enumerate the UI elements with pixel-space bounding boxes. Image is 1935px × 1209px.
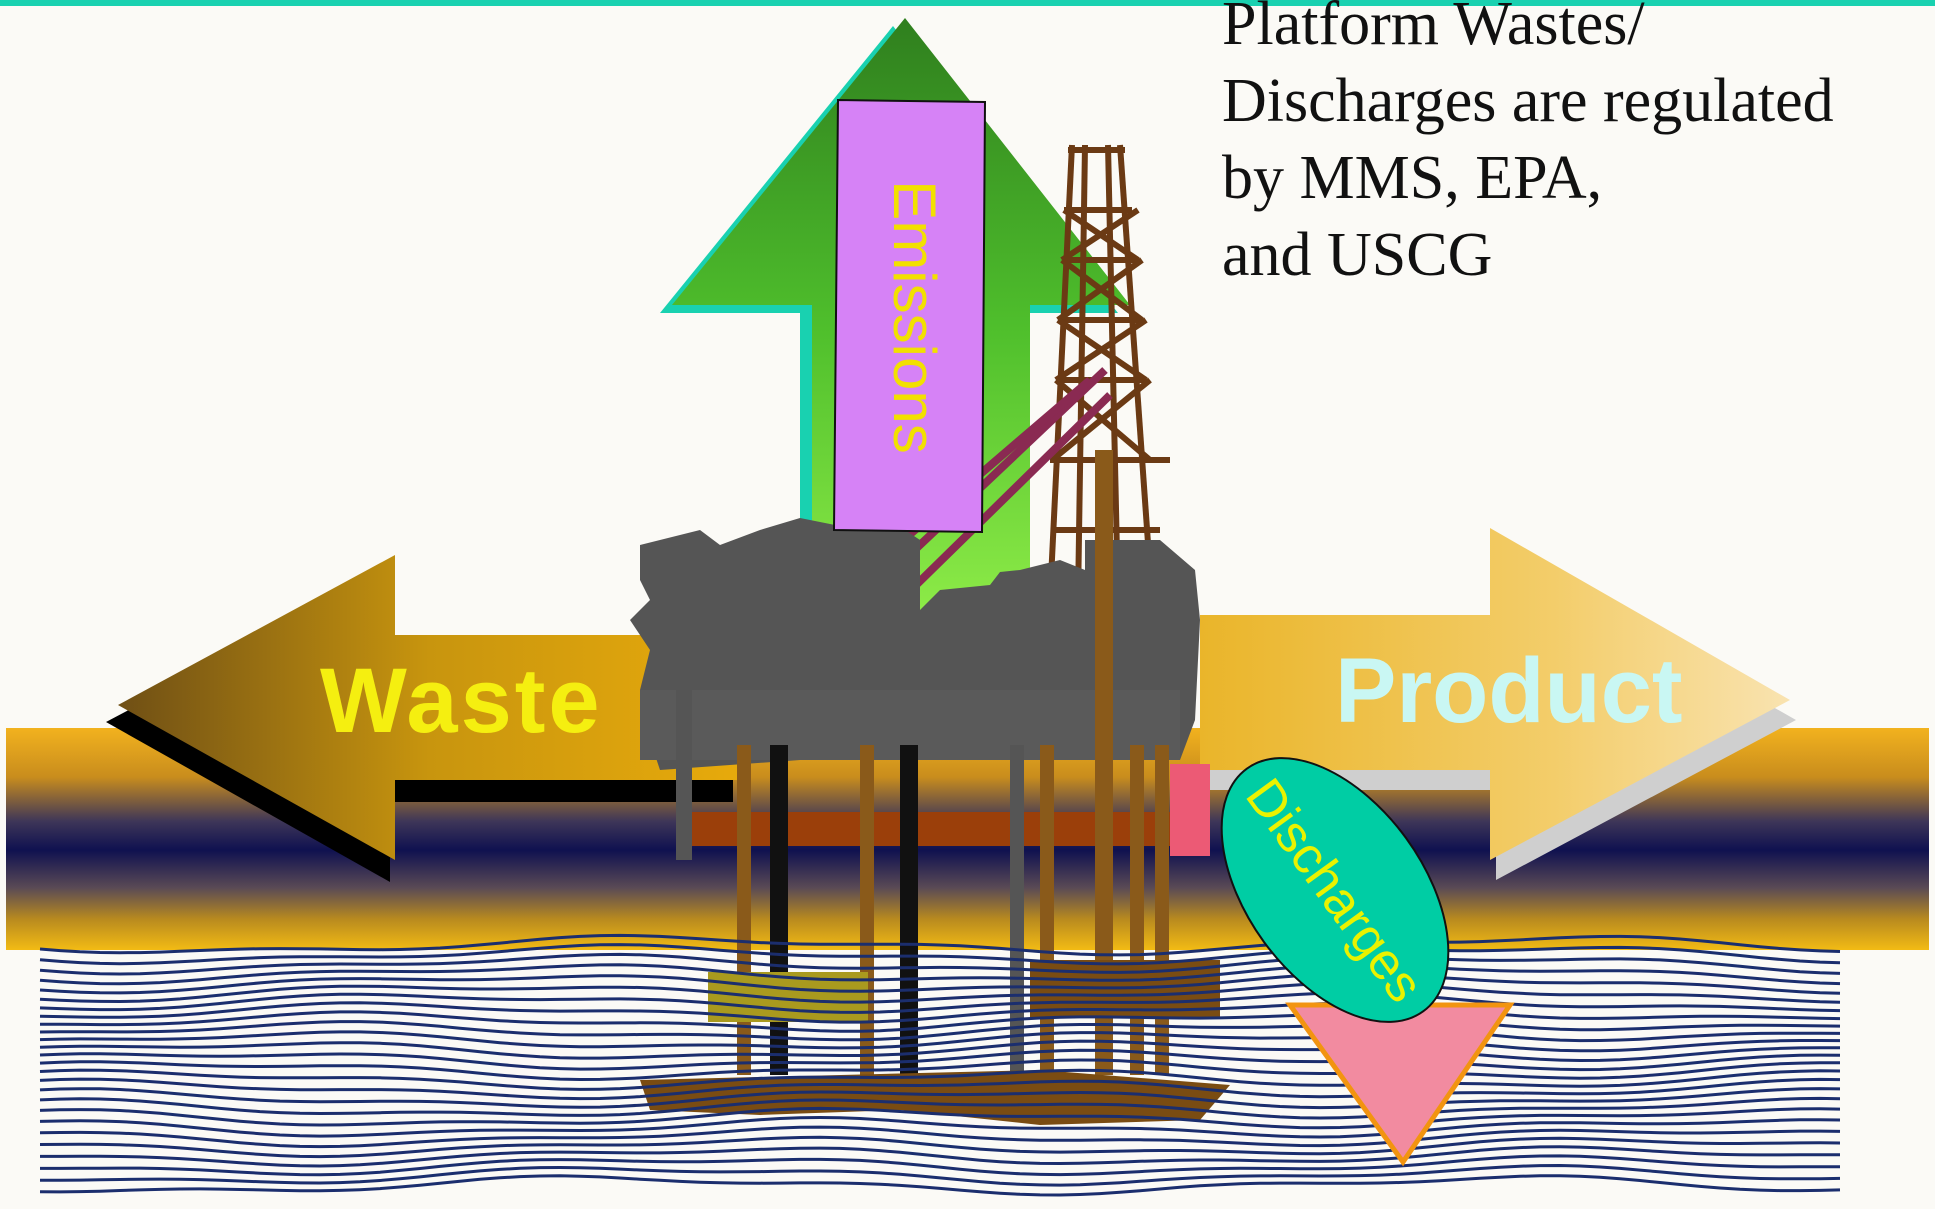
water-line <box>39 963 1841 986</box>
water-line <box>39 1163 1841 1187</box>
water-line <box>39 1077 1841 1101</box>
water-line <box>39 1001 1841 1024</box>
water-line <box>39 1058 1841 1082</box>
water-line <box>39 1087 1841 1110</box>
caption-line-1: Platform Wastes/ <box>1222 0 1645 58</box>
water-line <box>39 1115 1841 1139</box>
caption-line-4: and USCG <box>1222 221 1493 289</box>
emissions-label: Emissions <box>881 180 948 453</box>
water-line <box>39 991 1841 1014</box>
water-line <box>39 1068 1841 1091</box>
discharge-tab <box>1170 764 1210 856</box>
regulation-caption: Platform Wastes/ Discharges are regulate… <box>1222 0 1922 294</box>
water-line <box>40 1154 1840 1177</box>
water-line <box>39 1039 1841 1063</box>
water-line <box>39 933 1841 957</box>
derrick-tower <box>1047 144 1170 601</box>
waste-label: Waste <box>320 650 603 752</box>
platform-deck-modules <box>630 518 1200 770</box>
water-line <box>39 981 1841 1004</box>
waste-arrow <box>106 555 740 882</box>
water-line <box>40 1145 1841 1168</box>
caption-line-2: Discharges are regulated <box>1222 67 1834 135</box>
discharges-ellipse: Discharges <box>1220 757 1450 1023</box>
water-lines <box>39 933 1841 1197</box>
emissions-box: Emissions <box>832 98 987 534</box>
top-border <box>0 0 1935 6</box>
water-line <box>39 1174 1841 1197</box>
water-line <box>39 943 1841 966</box>
water-line <box>39 1030 1841 1053</box>
water-line <box>39 1106 1841 1130</box>
water-line <box>39 1096 1841 1120</box>
water-line <box>39 1048 1841 1072</box>
water-line <box>39 1020 1841 1043</box>
caption-line-3: by MMS, EPA, <box>1222 144 1603 212</box>
product-arrow <box>1200 528 1796 880</box>
water-line <box>39 1125 1841 1149</box>
product-label: Product <box>1335 640 1683 742</box>
water-line <box>39 972 1841 995</box>
water-line <box>39 952 1841 976</box>
water-line <box>39 1135 1841 1159</box>
water-line <box>39 1010 1841 1033</box>
